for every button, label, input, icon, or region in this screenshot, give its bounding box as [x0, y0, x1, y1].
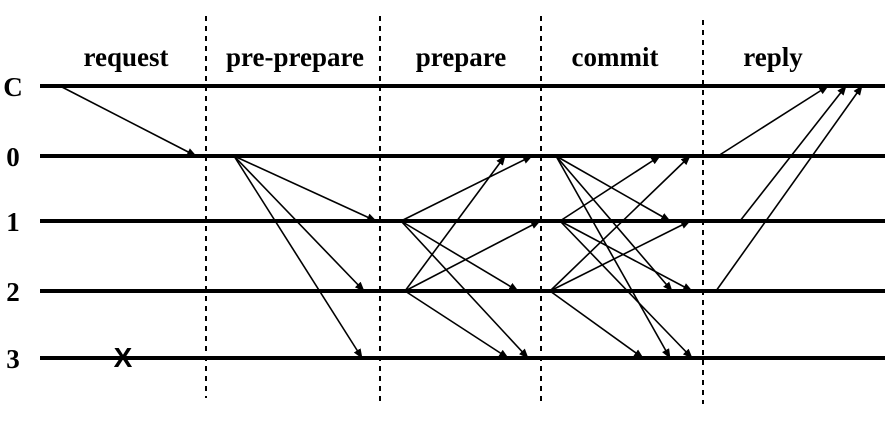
- message-arrow-commit-0-to-1: [555, 155, 671, 222]
- phase-label-pre-prepare: pre-prepare: [226, 42, 364, 72]
- node-labels: C 0 1 2 3: [3, 72, 23, 374]
- message-arrow-prepare-2-to-0: [404, 155, 506, 292]
- message-arrow-prepare-1-to-3: [400, 220, 529, 359]
- message-arrow-pre-prepare-0-to-2: [233, 155, 365, 292]
- message-arrow-pre-prepare-0-to-1: [233, 155, 377, 222]
- message-arrow-request-C-to-0: [59, 85, 197, 157]
- phase-label-reply: reply: [743, 42, 803, 72]
- message-arrow-commit-0-to-2: [555, 155, 673, 292]
- message-arrow-reply-2-to-C: [715, 85, 863, 292]
- message-arrow-commit-0-to-3: [555, 155, 671, 359]
- phase-label-prepare: prepare: [416, 42, 507, 72]
- message-arrows: [59, 85, 863, 359]
- timelines: [40, 84, 885, 360]
- message-arrow-commit-1-to-3: [559, 220, 693, 359]
- message-arrow-commit-2-to-0: [549, 155, 691, 292]
- message-arrow-commit-2-to-3: [549, 290, 644, 359]
- phase-dividers: [205, 16, 704, 404]
- message-arrow-prepare-1-to-2: [400, 220, 519, 292]
- message-arrow-commit-2-to-1: [549, 220, 691, 292]
- faulty-replica-marker: X: [114, 342, 133, 373]
- message-arrow-reply-1-to-C: [739, 85, 847, 222]
- phase-label-commit: commit: [572, 42, 659, 72]
- message-arrow-prepare-2-to-3: [404, 290, 509, 359]
- node-label-replica-2: 2: [6, 277, 20, 307]
- phase-labels: request pre-prepare prepare commit reply: [84, 42, 804, 72]
- node-label-replica-1: 1: [6, 207, 20, 237]
- node-label-client: C: [3, 72, 23, 102]
- phase-label-request: request: [84, 42, 169, 72]
- message-arrow-prepare-2-to-1: [404, 220, 541, 292]
- message-arrow-commit-1-to-0: [559, 155, 661, 222]
- node-label-replica-0: 0: [6, 142, 20, 172]
- message-arrow-prepare-1-to-0: [400, 155, 533, 222]
- message-arrow-pre-prepare-0-to-3: [233, 155, 363, 359]
- node-label-replica-3: 3: [6, 344, 20, 374]
- message-arrow-reply-0-to-C: [717, 85, 829, 157]
- message-arrow-commit-1-to-2: [559, 220, 693, 292]
